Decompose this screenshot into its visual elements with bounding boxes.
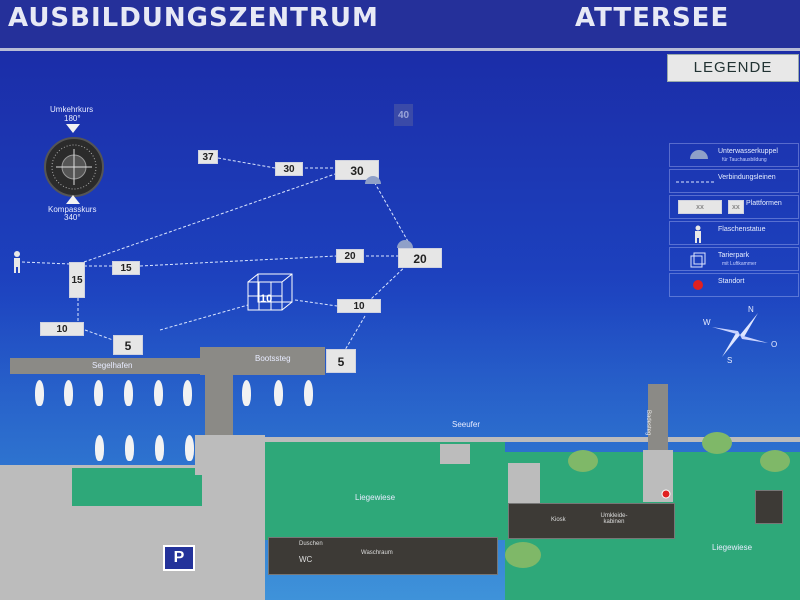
cage-icon xyxy=(690,252,706,268)
bootssteg-label: Bootssteg xyxy=(255,354,291,363)
dome-icon xyxy=(397,240,413,248)
dashed-line-icon xyxy=(676,181,716,183)
liegewiese-right-label: Liegewiese xyxy=(712,543,753,552)
compass-w: W xyxy=(703,318,711,327)
boat-icon xyxy=(35,380,44,406)
building-duschen: Duschen WC Waschraum xyxy=(268,537,498,575)
legend-row-statue: Flaschenstatue xyxy=(669,221,799,245)
legend-row-dome: Unterwasserkuppel für Tauchausbildung xyxy=(669,143,799,167)
platform-15-tall: 15 xyxy=(69,262,85,298)
svg-text:10: 10 xyxy=(260,293,272,305)
waschraum-label: Waschraum xyxy=(361,550,393,556)
dome-icon xyxy=(690,150,708,159)
platform-10-right: 10 xyxy=(337,299,381,313)
header-banner: AUSBILDUNGSZENTRUM ATTERSEE xyxy=(0,0,800,51)
grass-patch-left xyxy=(72,468,202,506)
dome-icon xyxy=(365,176,381,184)
compass-rose-icon xyxy=(712,313,768,357)
tree-icon xyxy=(760,450,790,472)
small-building xyxy=(755,490,783,524)
building-kiosk: Kiosk Umkleide-kabinen xyxy=(508,503,675,539)
kompasskurs-value: 340° xyxy=(64,213,81,222)
boat-icon xyxy=(125,435,134,461)
boat-icon xyxy=(124,380,133,406)
segelhafen-pier xyxy=(10,358,205,374)
legend-row-standort: Standort xyxy=(669,273,799,297)
platform-20-left: 20 xyxy=(336,249,364,263)
arrow-up-icon xyxy=(66,195,80,204)
platform-30-left: 30 xyxy=(275,162,303,176)
boat-icon xyxy=(94,380,103,406)
tree-icon xyxy=(505,542,541,568)
umkehrkurs-label: Umkehrkurs xyxy=(50,105,94,114)
legend-title: LEGENDE xyxy=(667,54,799,82)
boat-icon xyxy=(304,380,313,406)
compass-n: N xyxy=(748,305,754,314)
platform-15-right: 15 xyxy=(112,261,140,275)
legend-panel: LEGENDE Unterwasserkuppel für Tauchausbi… xyxy=(667,54,799,297)
tree-icon xyxy=(568,450,598,472)
compass-icon xyxy=(44,137,104,197)
title-left: AUSBILDUNGSZENTRUM xyxy=(8,3,379,33)
segelhafen-label: Segelhafen xyxy=(92,361,133,370)
boat-icon xyxy=(185,435,194,461)
shore-path xyxy=(195,435,265,475)
title-right: ATTERSEE xyxy=(575,3,730,33)
wc-label: WC xyxy=(299,555,313,564)
kiosk-label: Kiosk xyxy=(551,517,566,523)
seeufer-label: Seeufer xyxy=(452,420,481,429)
seeufer-line xyxy=(265,437,800,442)
platform-37: 37 xyxy=(198,150,218,164)
tarierpark-cage-icon: 10 xyxy=(247,273,293,311)
parking-sign-icon: P xyxy=(163,545,195,571)
umkehrkurs-value: 180° xyxy=(64,114,81,123)
legend-row-platforms: xx xx Plattformen xyxy=(669,195,799,219)
legend-row-tarierpark: Tarierpark mit Luftkammer xyxy=(669,247,799,271)
boat-icon xyxy=(64,380,73,406)
umkleide-label: Umkleide-kabinen xyxy=(600,513,628,525)
badesteg-pier xyxy=(648,384,668,454)
liegewiese-left-label: Liegewiese xyxy=(355,493,396,502)
boat-icon xyxy=(242,380,251,406)
platform-5-left: 5 xyxy=(113,335,143,355)
platform-30-right: 30 xyxy=(335,160,379,180)
boat-icon xyxy=(95,435,104,461)
boat-icon xyxy=(183,380,192,406)
boat-icon xyxy=(274,380,283,406)
walkway xyxy=(508,463,540,503)
steps xyxy=(440,444,470,464)
compass-s: S xyxy=(727,356,733,365)
platform-10-left: 10 xyxy=(40,322,84,336)
platform-40: 40 xyxy=(394,104,414,126)
kompasskurs-label: Kompasskurs xyxy=(48,205,97,214)
duschen-label: Duschen xyxy=(299,541,323,547)
boat-icon xyxy=(155,435,164,461)
platform-5-right: 5 xyxy=(326,349,356,373)
boat-icon xyxy=(154,380,163,406)
standort-icon xyxy=(693,280,703,290)
statue-icon xyxy=(695,225,701,243)
arrow-down-icon xyxy=(66,124,80,133)
platform-20-right: 20 xyxy=(398,248,442,268)
statue-icon xyxy=(14,251,20,273)
standort-icon xyxy=(661,489,671,499)
legend-row-lines: Verbindungsleinen xyxy=(669,169,799,193)
legend-platform-wide: xx xyxy=(678,200,722,214)
badesteg-label: Badesteg xyxy=(645,410,651,436)
legend-platform-small: xx xyxy=(728,200,744,214)
compass-o: O xyxy=(771,340,778,349)
tree-icon xyxy=(702,432,732,454)
